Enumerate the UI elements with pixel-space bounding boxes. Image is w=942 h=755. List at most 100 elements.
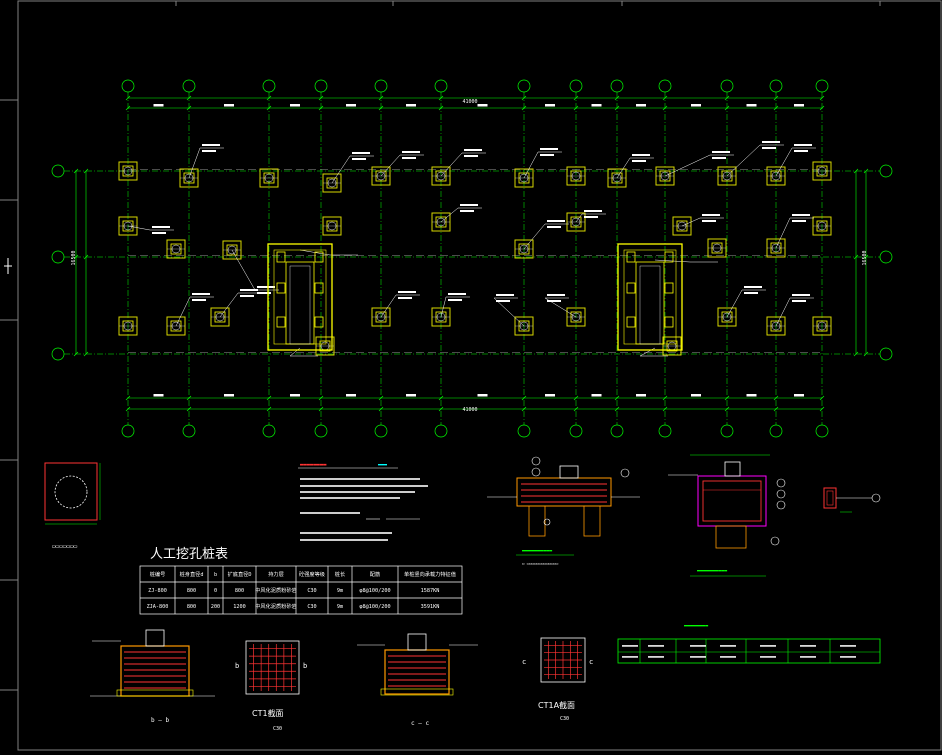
leader-line xyxy=(188,147,201,179)
axis-bubble-bottom xyxy=(517,424,531,438)
dimension-text-mark xyxy=(545,104,555,107)
leader-text-mark xyxy=(192,293,210,295)
dimension-tick xyxy=(125,105,131,111)
cap-table-cell-mark xyxy=(840,645,856,647)
dimension-tick xyxy=(773,406,779,412)
leader xyxy=(523,148,562,179)
leader xyxy=(726,286,766,318)
leader-line xyxy=(775,147,793,177)
leader-text-mark xyxy=(792,294,810,296)
core-wall-left xyxy=(267,243,333,351)
pile-table-cell: 9m xyxy=(337,604,343,610)
cap-section-bottom-left: b — b xyxy=(90,629,215,724)
dimension-text-mark xyxy=(591,394,602,397)
leader-line xyxy=(664,154,711,177)
pile-section-detail: ▭▭▭▭▭▭▭ xyxy=(44,462,101,550)
pile-cap xyxy=(259,168,279,188)
dimension-tick xyxy=(521,105,527,111)
leader-annotation-layer xyxy=(127,141,816,357)
dimension-text-mark xyxy=(153,394,164,397)
pile-cap xyxy=(662,336,682,356)
dimension-tick xyxy=(186,406,192,412)
c-mark-left: c xyxy=(522,658,526,666)
dimension-text-mark xyxy=(636,394,646,397)
dimension-tick xyxy=(378,395,384,401)
dimension-tick xyxy=(724,395,730,401)
pile-table-cell: φ8@100/200 xyxy=(359,604,390,610)
axis-bubble-top xyxy=(658,79,672,93)
pile-cap xyxy=(514,239,534,259)
pile-table-header-cell: 单桩竖向承载力特征值 xyxy=(404,570,456,578)
axis-bubble-top xyxy=(720,79,734,93)
leader-text-mark xyxy=(712,151,730,153)
top-total-dimension: 41000 xyxy=(462,99,477,105)
leader-text-mark xyxy=(547,300,561,302)
dimension-tick xyxy=(318,105,324,111)
leader-line xyxy=(654,259,691,263)
leader-line xyxy=(289,347,301,357)
dimension-tick xyxy=(73,254,79,260)
svg-text:▭▭▭▭▭▭▭: ▭▭▭▭▭▭▭ xyxy=(52,543,78,550)
dimension-tick xyxy=(438,105,444,111)
svg-text:▬▬▬: ▬▬▬ xyxy=(378,462,387,468)
leader xyxy=(127,225,174,234)
leader-text-mark xyxy=(464,149,482,151)
leader-text-mark xyxy=(702,220,716,222)
cap-table-cell-mark xyxy=(648,656,664,658)
leader-line xyxy=(380,154,401,177)
leader-text-mark xyxy=(762,141,780,143)
left-edge-marker xyxy=(4,258,12,274)
c-mark-right: c xyxy=(589,658,593,666)
dimension-text-mark xyxy=(346,104,356,107)
dimension-tick xyxy=(853,168,859,174)
cap-table-cell-mark xyxy=(690,656,706,658)
small-column-detail xyxy=(823,487,881,513)
pile-table-header-cell: 扩底直径D xyxy=(228,570,252,578)
axis-bubble-top xyxy=(374,79,388,93)
dimension-tick xyxy=(266,395,272,401)
dimension-tick xyxy=(614,395,620,401)
leader-text-mark xyxy=(240,289,258,291)
pile-table-cell: C30 xyxy=(307,604,316,610)
axis-bubble-top xyxy=(517,79,531,93)
cap-table-cell-mark xyxy=(760,656,776,658)
dimension-tick xyxy=(378,105,384,111)
leader xyxy=(544,294,577,318)
pile-table-cell: 800 xyxy=(187,604,196,610)
pile-table-cell: C30 xyxy=(307,588,316,594)
dimension-tick xyxy=(614,95,620,101)
leader-text-mark xyxy=(460,210,474,212)
pile-cap xyxy=(566,307,586,327)
dimension-tick xyxy=(125,95,131,101)
axis-bubble-bottom xyxy=(610,424,624,438)
dimension-text-mark xyxy=(477,104,488,107)
dimension-text-mark xyxy=(406,104,416,107)
dimension-tick xyxy=(773,105,779,111)
axis-bubble-left xyxy=(51,250,65,264)
axis-bubble-top xyxy=(262,79,276,93)
pile-cap xyxy=(322,216,342,236)
dimension-tick xyxy=(266,105,272,111)
leader-line xyxy=(440,296,447,318)
dimension-tick xyxy=(73,168,79,174)
pile-table-cell: φ8@100/200 xyxy=(359,588,390,594)
dimension-tick xyxy=(573,105,579,111)
axis-bubble-top xyxy=(769,79,783,93)
pile-table-cell: 200 xyxy=(211,604,220,610)
dimension-tick xyxy=(662,105,668,111)
dimension-tick xyxy=(573,406,579,412)
leader-text-mark xyxy=(794,150,808,152)
svg-text:▭ ▭▭▭▭▭▭▭▭▭▭▭▭▭: ▭ ▭▭▭▭▭▭▭▭▭▭▭▭▭ xyxy=(522,561,559,566)
cap-table-cell-mark xyxy=(648,645,664,647)
axis-bubble-top xyxy=(121,79,135,93)
b-mark-right: b xyxy=(303,662,307,670)
dimension-tick xyxy=(438,95,444,101)
dimension-text-mark xyxy=(794,394,804,397)
leader xyxy=(380,291,420,318)
leader-text-mark xyxy=(240,295,254,297)
pile-table-cell: 中风化泥质粉砂岩 xyxy=(255,602,297,610)
leader-text-mark xyxy=(792,220,806,222)
right-total-dimension: 16500 xyxy=(862,250,868,265)
